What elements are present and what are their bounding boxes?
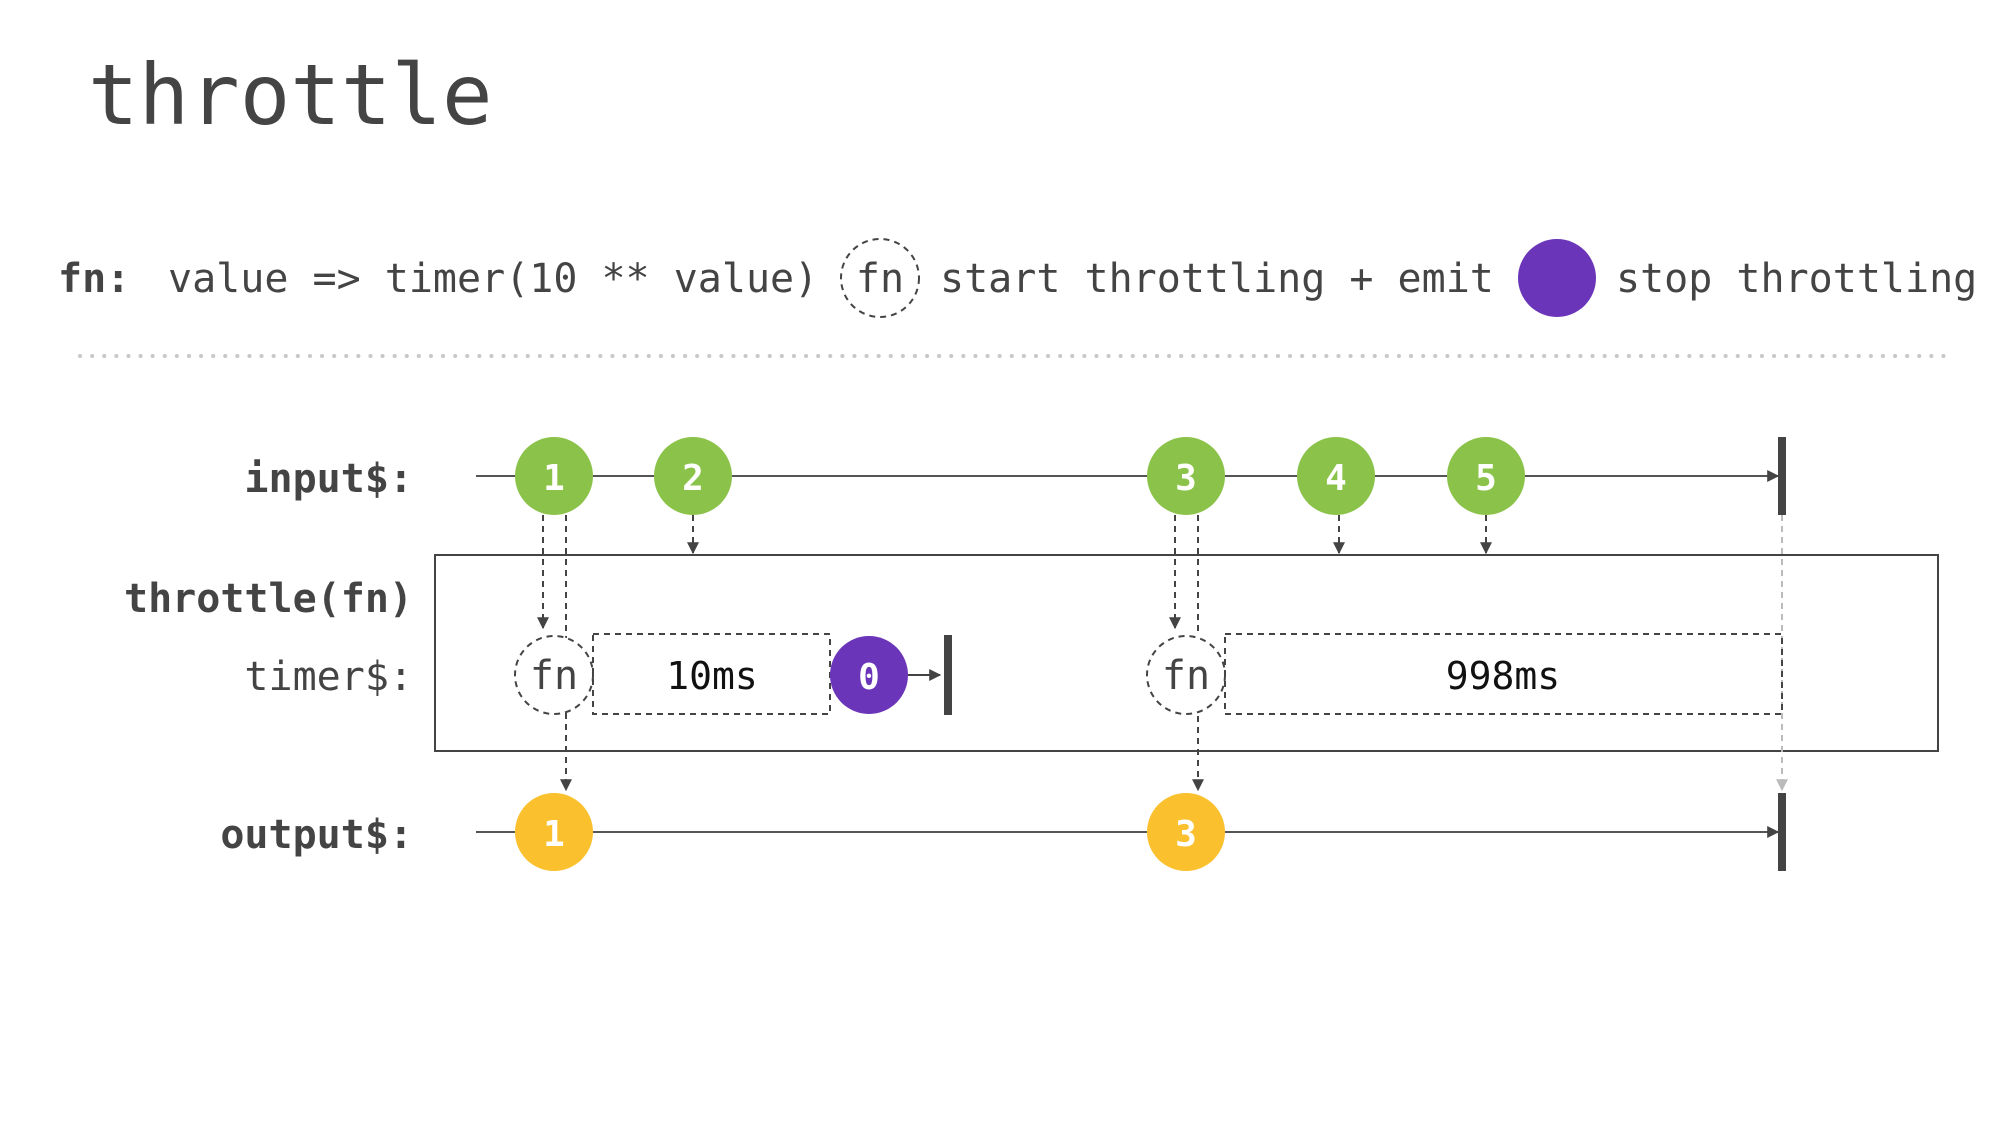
legend: fn: value => timer(10 ** value) fn start… xyxy=(58,238,1977,318)
diagram-title: throttle xyxy=(88,46,493,144)
input-marble-1: 1 xyxy=(515,437,593,515)
output-marble-1-value: 1 xyxy=(543,814,565,855)
output-timeline xyxy=(476,793,1786,871)
input-marble-5-value: 5 xyxy=(1475,458,1497,499)
output-marble-1: 1 xyxy=(515,793,593,871)
legend-fn-symbol: fn xyxy=(856,256,904,302)
timer-2: fn 998ms xyxy=(1146,633,1783,715)
timer-1: fn 10ms 0 xyxy=(514,633,952,715)
timer-1-duration-box xyxy=(592,633,831,715)
legend-start-label: start throttling + emit xyxy=(940,256,1494,302)
timer-1-fn-label: fn xyxy=(530,653,578,699)
timer-2-duration-box xyxy=(1224,633,1783,715)
timer-1-emit-value: 0 xyxy=(858,657,880,698)
input-marble-4: 4 xyxy=(1297,437,1375,515)
timer-1-fn-circle xyxy=(514,635,594,715)
output-lane-label: output$: xyxy=(220,812,413,858)
timer-2-fn-label: fn xyxy=(1162,653,1210,699)
operator-box xyxy=(434,554,1939,752)
output-marbles: 1 3 xyxy=(515,793,1225,871)
input-marble-2: 2 xyxy=(654,437,732,515)
input-marble-4-value: 4 xyxy=(1325,458,1347,499)
legend-fn-expression: value => timer(10 ** value) xyxy=(168,256,818,302)
input-lane-label: input$: xyxy=(244,456,413,502)
timer-1-duration: 10ms xyxy=(666,654,758,698)
input-marble-3-value: 3 xyxy=(1175,458,1197,499)
output-marble-2-value: 3 xyxy=(1175,814,1197,855)
timer-lane-label: timer$: xyxy=(244,654,413,700)
input-marble-1-value: 1 xyxy=(543,458,565,499)
timer-1-emit-circle xyxy=(830,636,908,714)
output-marble-2: 3 xyxy=(1147,793,1225,871)
timer-2-duration: 998ms xyxy=(1446,654,1560,698)
legend-stop-label: stop throttling xyxy=(1616,256,1977,302)
input-marble-3: 3 xyxy=(1147,437,1225,515)
input-marbles: 1 2 3 4 5 xyxy=(515,437,1525,515)
input-marble-2-value: 2 xyxy=(682,458,704,499)
input-marble-5: 5 xyxy=(1447,437,1525,515)
legend-fn-key: fn: xyxy=(58,256,130,302)
legend-fn-circle xyxy=(840,238,920,318)
operator-label: throttle(fn) xyxy=(124,576,413,622)
legend-stop-circle xyxy=(1518,239,1596,317)
